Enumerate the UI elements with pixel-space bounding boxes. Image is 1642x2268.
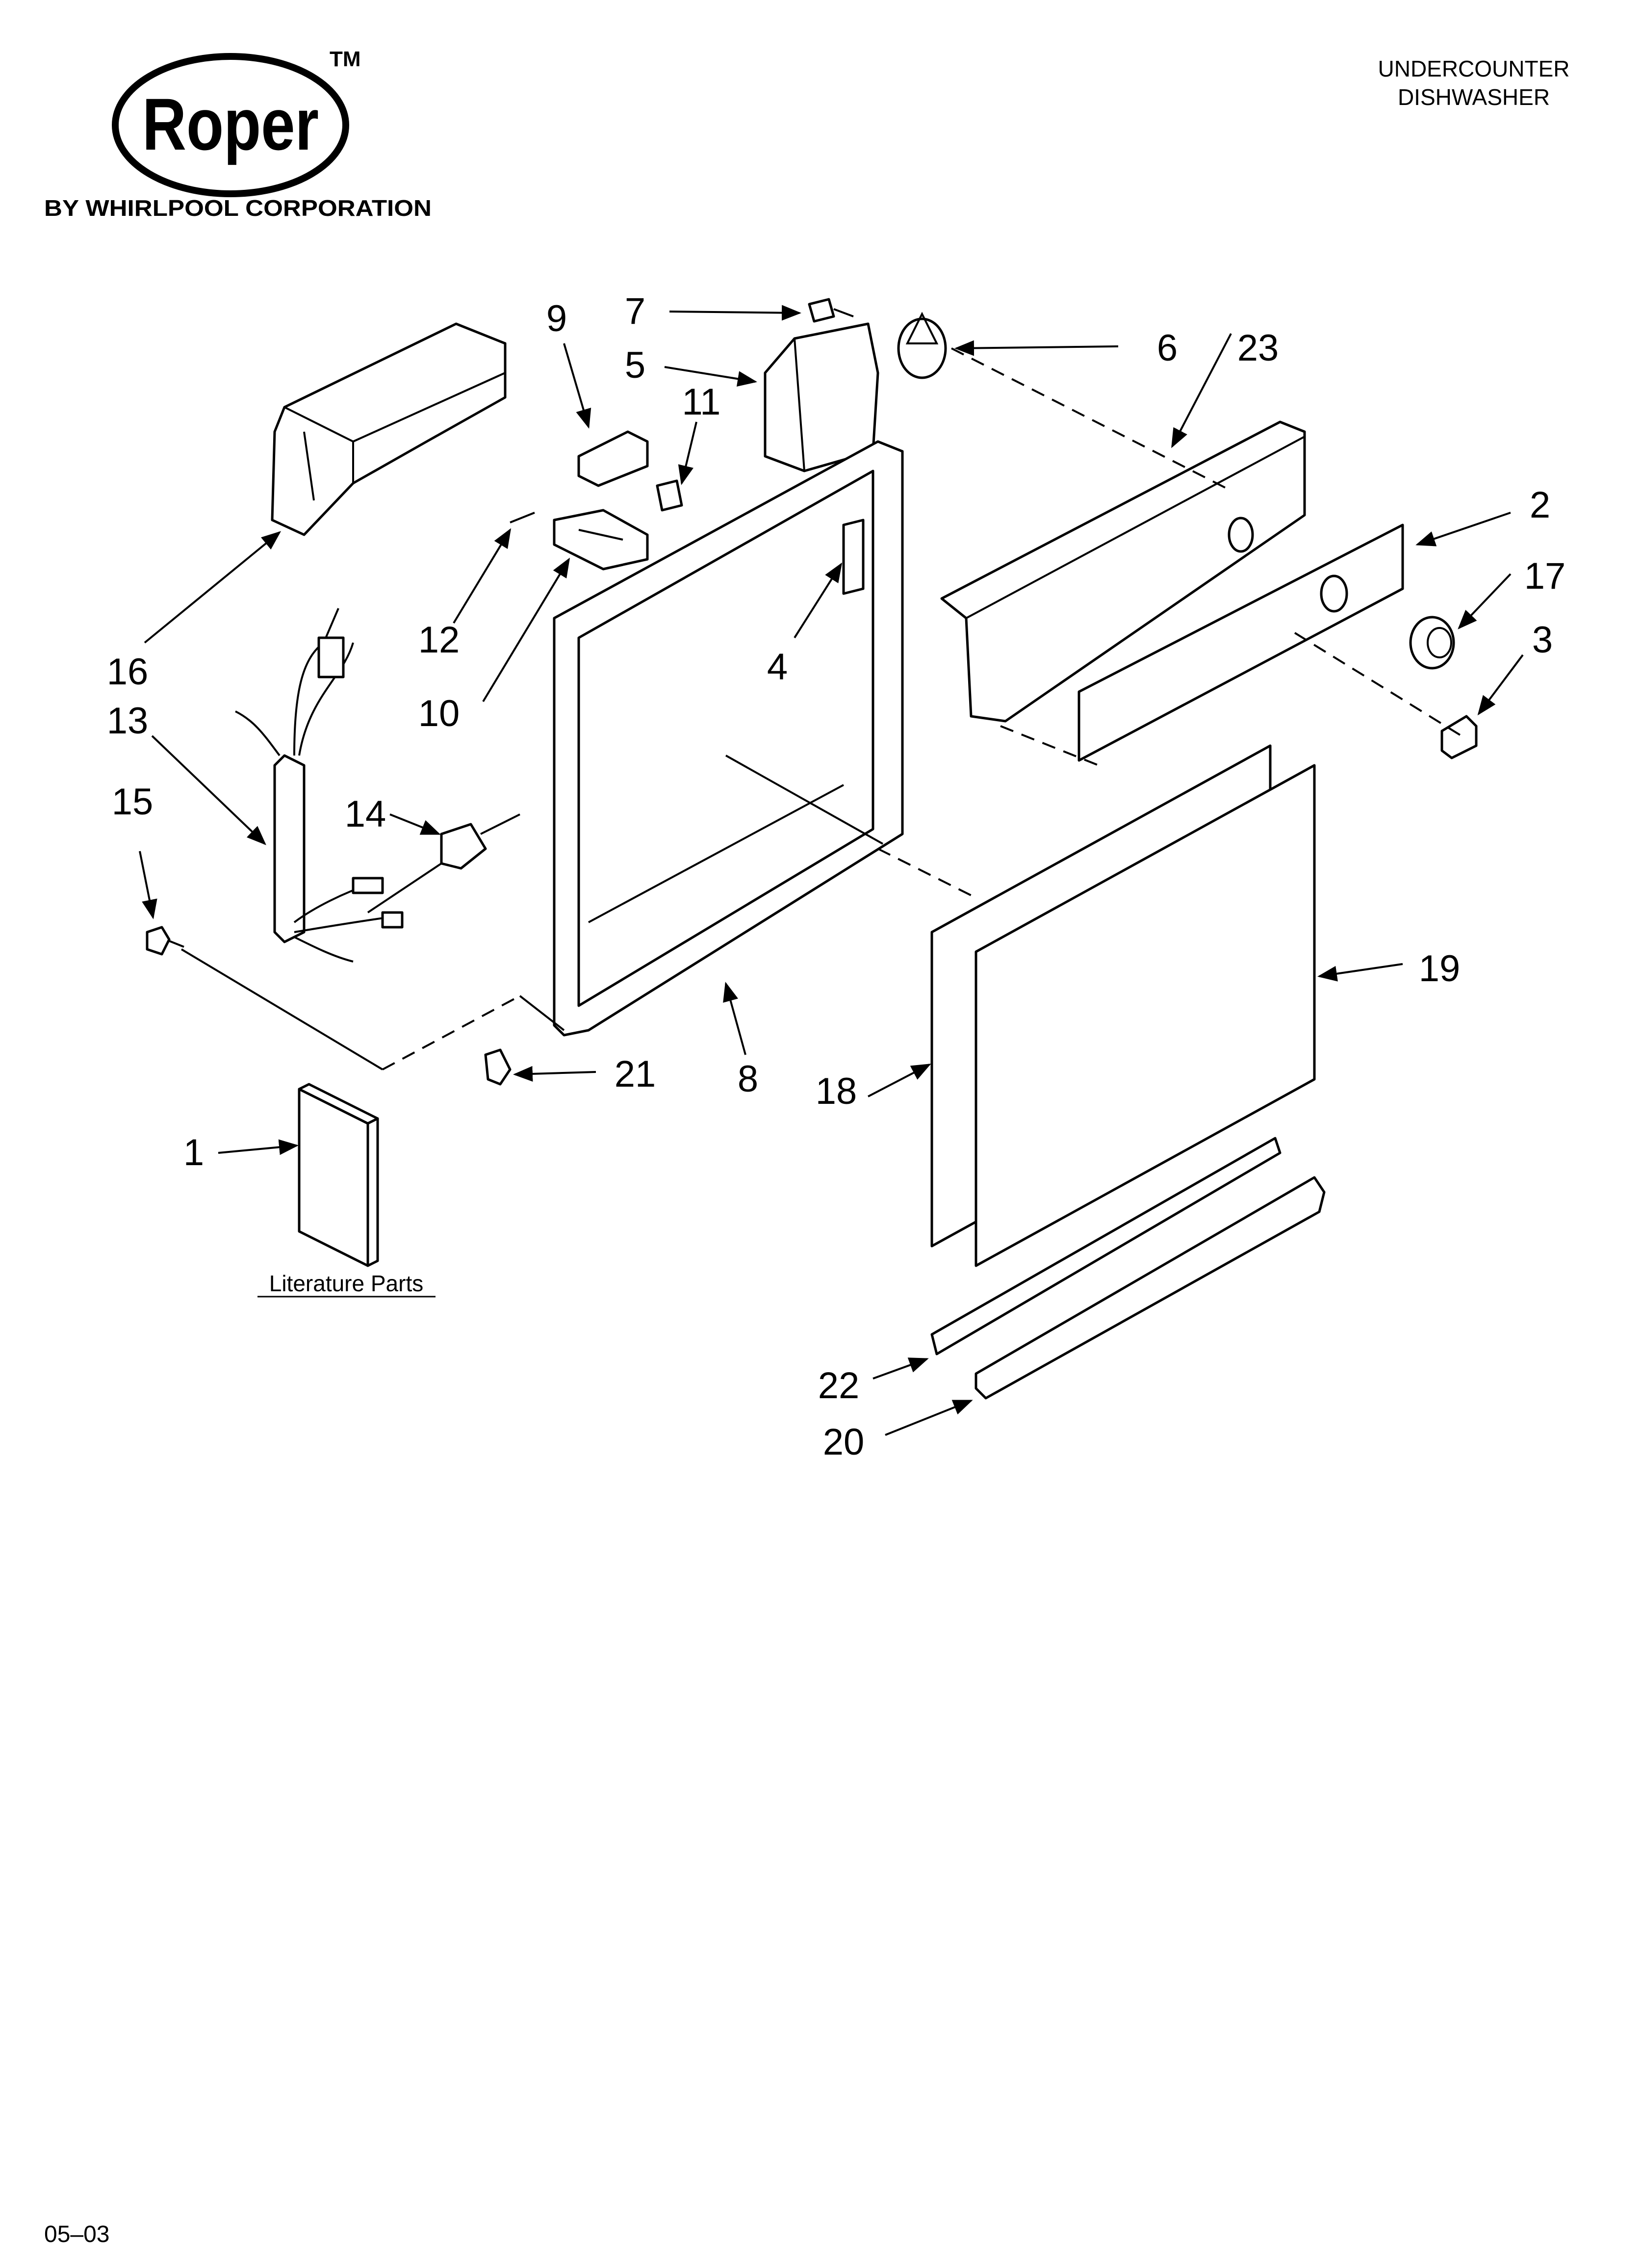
- callout-15: 15: [112, 781, 154, 823]
- trademark-mark: TM: [330, 47, 361, 71]
- part-5-timer: [764, 322, 879, 472]
- callout-17: 17: [1524, 555, 1566, 597]
- part-16-housing-cover: [271, 322, 507, 536]
- part-22-trim-strip: [930, 1137, 1282, 1356]
- literature-parts-label: Literature Parts: [269, 1271, 423, 1296]
- callout-21: 21: [615, 1053, 656, 1095]
- callout-23: 23: [1237, 327, 1279, 369]
- part-2-overlay: [1078, 523, 1404, 762]
- part-3-button: [1440, 715, 1478, 759]
- callout-14: 14: [345, 793, 386, 835]
- callout-5: 5: [625, 344, 645, 386]
- callout-16: 16: [107, 651, 149, 693]
- footer-code: 05–03: [44, 2221, 109, 2247]
- part-1-literature: [298, 1083, 379, 1267]
- header-line-1: UNDERCOUNTER: [1378, 56, 1570, 81]
- callout-20: 20: [823, 1421, 865, 1463]
- callout-8: 8: [738, 1058, 758, 1100]
- part-10-latch-housing: [553, 509, 649, 571]
- part-23-control-panel: [940, 420, 1306, 723]
- part-9-latch: [577, 430, 649, 487]
- callout-19: 19: [1419, 948, 1461, 990]
- callout-labels: 1 2 3 4 5 6 7 8 9 10 11 12 13 14 15 16 1…: [107, 290, 1566, 1463]
- part-19-door-panel: [975, 764, 1316, 1267]
- alignment-lines: [180, 347, 1462, 1070]
- callout-11: 11: [682, 381, 721, 423]
- part-6-knob: [897, 312, 947, 379]
- part-21-clip: [484, 1048, 512, 1086]
- roper-logo: Roper TM BY WHIRLPOOL CORPORATION: [44, 47, 432, 221]
- callout-3: 3: [1532, 619, 1553, 661]
- callout-2: 2: [1530, 484, 1550, 526]
- part-13-wire-harness: [235, 608, 404, 963]
- part-7-screw: [808, 298, 854, 323]
- part-4-bracket: [842, 519, 865, 595]
- callout-12: 12: [418, 619, 460, 661]
- part-14-connector: [367, 813, 520, 913]
- part-12-pin: [510, 512, 535, 523]
- part-8-door-frame: [519, 440, 904, 1037]
- callout-22: 22: [818, 1365, 860, 1407]
- callout-13: 13: [107, 700, 149, 742]
- leader-lines: [139, 305, 1524, 1436]
- logo-subtitle: BY WHIRLPOOL CORPORATION: [44, 195, 432, 221]
- logo-wordmark: Roper: [142, 83, 319, 165]
- callout-4: 4: [767, 646, 788, 688]
- callout-6: 6: [1157, 327, 1178, 369]
- part-15-screw: [146, 926, 184, 956]
- callout-18: 18: [816, 1070, 857, 1112]
- part-17-knob: [1409, 616, 1455, 670]
- callout-7: 7: [625, 290, 645, 332]
- callout-10: 10: [418, 693, 460, 734]
- part-11-switch: [656, 479, 683, 512]
- part-20-bottom-trim: [975, 1176, 1326, 1400]
- callout-9: 9: [546, 298, 567, 339]
- callout-1: 1: [183, 1132, 204, 1173]
- header-line-2: DISHWASHER: [1398, 84, 1550, 110]
